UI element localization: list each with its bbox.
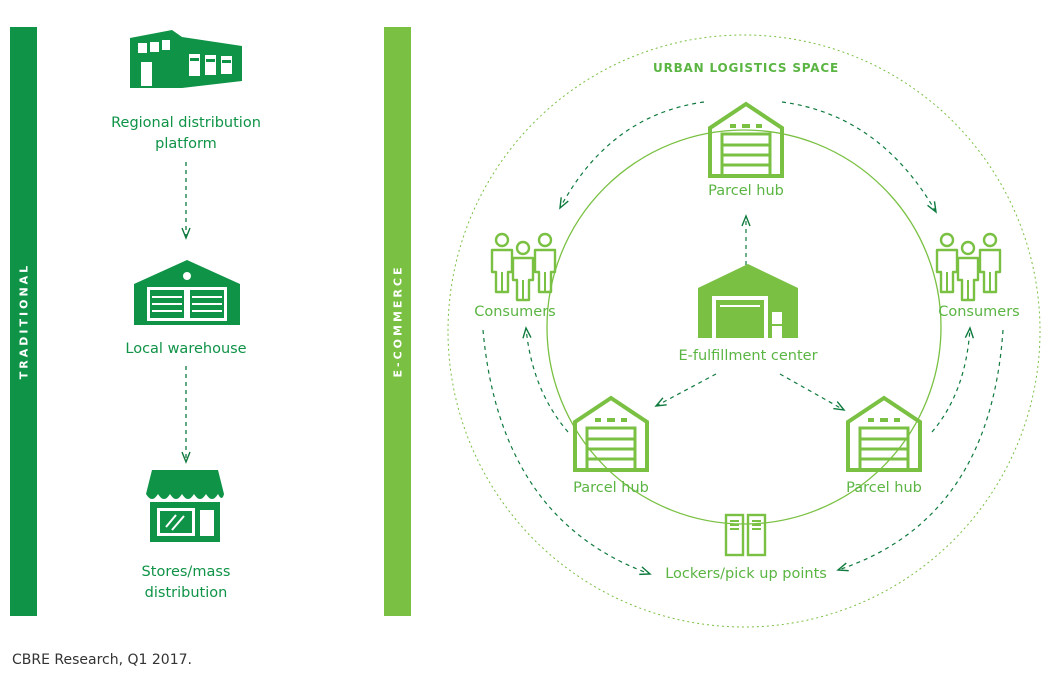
parcel-hub-right-icon — [846, 396, 922, 472]
stores-label: Stores/mass distribution — [141, 564, 231, 601]
distribution-platform-icon — [130, 30, 242, 88]
arrow-center-to-hub-left — [654, 373, 717, 407]
consumers-left-label: Consumers — [474, 304, 556, 320]
arc-consumers-left-to-lockers — [482, 329, 652, 576]
consumers-right-icon — [935, 232, 1002, 302]
arc-hub-left-to-consumers — [522, 326, 569, 433]
urban-space-outer-circle — [447, 34, 1041, 628]
e-fulfillment-label: E-fulfillment center — [678, 348, 818, 364]
parcel-hub-right-label: Parcel hub — [846, 480, 922, 496]
ecommerce-bar — [384, 27, 411, 616]
local-warehouse-icon — [134, 260, 240, 325]
e-fulfillment-center-icon — [698, 264, 798, 338]
source-note: CBRE Research, Q1 2017. — [12, 652, 192, 668]
arc-hub-to-consumers-right — [781, 101, 937, 214]
arrow-center-to-hub-right — [779, 373, 846, 411]
lockers-icon — [724, 513, 767, 557]
consumers-right-label: Consumers — [938, 304, 1020, 320]
parcel-hub-left-label: Parcel hub — [573, 480, 649, 496]
store-icon — [146, 470, 224, 542]
parcel-hub-top-label: Parcel hub — [708, 183, 784, 199]
lockers-label: Lockers/pick up points — [665, 566, 827, 582]
parcel-hub-top-icon — [708, 102, 784, 178]
parcel-hub-left-icon — [573, 396, 649, 472]
consumers-left-icon — [490, 232, 557, 302]
arc-hub-to-consumers-left — [559, 101, 705, 210]
urban-logistics-title: URBAN LOGISTICS SPACE — [653, 61, 839, 75]
local-warehouse-label: Local warehouse — [125, 341, 247, 357]
regional-distribution-label: Regional distribution platform — [111, 115, 261, 152]
arc-hub-right-to-consumers — [931, 326, 975, 433]
traditional-bar — [10, 27, 37, 616]
